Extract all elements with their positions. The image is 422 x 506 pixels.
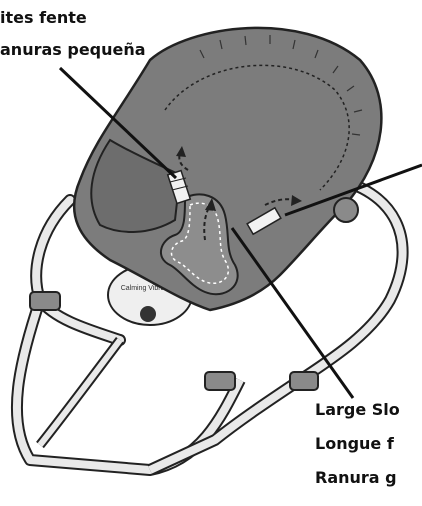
large-slot-label-fr: Longue f [315, 436, 394, 452]
foot-left-bottom [205, 372, 235, 390]
small-slot-label-es: anuras pequeña [0, 42, 146, 58]
small-slot-label-fr: ites fente [0, 10, 87, 26]
large-slot-label-es: Ranura g [315, 470, 397, 486]
large-slot-label-en: Large Slo [315, 402, 400, 418]
foot-right [290, 372, 318, 390]
foot-left-top [30, 292, 60, 310]
vibration-button [140, 306, 156, 322]
frame-pivot-knob [334, 198, 358, 222]
